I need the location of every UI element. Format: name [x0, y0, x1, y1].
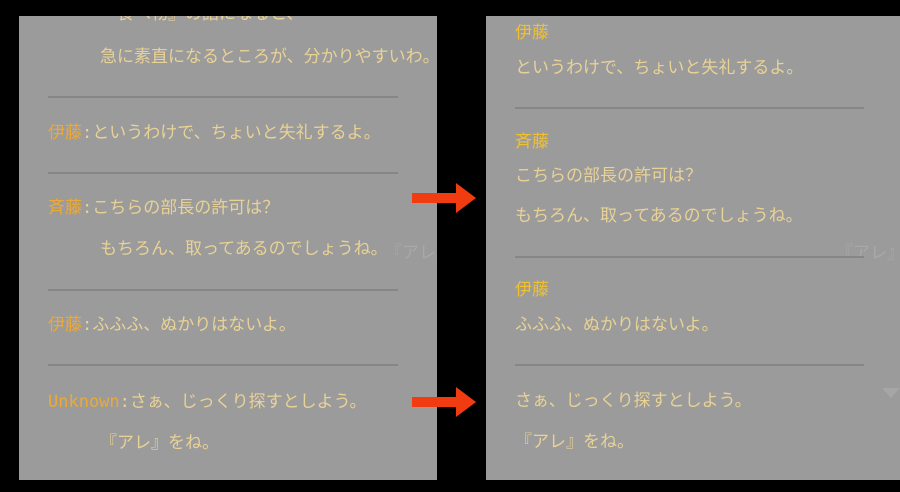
- scroll-down-triangle-icon[interactable]: [882, 388, 900, 398]
- speaker-name: 斉藤: [48, 198, 82, 218]
- log-line: さぁ、じっくり探すとしよう。: [129, 392, 367, 412]
- log-entry: 伊藤:ふふふ、ぬかりはないよ。: [48, 315, 296, 335]
- divider: [515, 364, 864, 366]
- separator: :: [82, 315, 93, 335]
- log-line: もちろん、取ってあるのでしょうね。: [100, 239, 388, 259]
- before-log-panel[interactable]: 『食べ物』の話になると、 急に素直になるところが、分かりやすいわ。 伊藤:という…: [19, 16, 437, 480]
- ghost-text: 『アレ』: [836, 243, 900, 263]
- log-line: 『アレ』をね。: [515, 432, 634, 452]
- log-line: こちらの部長の許可は？: [515, 166, 702, 186]
- after-log-panel[interactable]: 伊藤 というわけで、ちょいと失礼するよ。 斉藤 こちらの部長の許可は？ もちろん…: [486, 16, 900, 480]
- speaker-name: 伊藤: [515, 23, 549, 43]
- log-entry: 伊藤:というわけで、ちょいと失礼するよ。: [48, 123, 381, 143]
- log-entry: Unknown:さぁ、じっくり探すとしよう。: [48, 392, 367, 412]
- log-line: というわけで、ちょいと失礼するよ。: [515, 58, 804, 78]
- separator: :: [82, 198, 93, 218]
- arrow-right-icon: [412, 387, 476, 417]
- speaker-name: Unknown: [48, 392, 120, 412]
- log-line: もちろん、取ってあるのでしょうね。: [515, 206, 803, 226]
- separator: :: [119, 392, 130, 412]
- log-line: というわけで、ちょいと失礼するよ。: [92, 123, 381, 143]
- speaker-name: 斉藤: [515, 132, 549, 152]
- ghost-text: 『アレ』: [385, 243, 437, 263]
- arrow-right-icon: [412, 183, 476, 213]
- log-entry: 斉藤:こちらの部長の許可は？: [48, 198, 279, 218]
- divider: [48, 289, 398, 291]
- divider: [48, 364, 398, 366]
- separator: :: [82, 123, 93, 143]
- log-line: こちらの部長の許可は？: [92, 198, 280, 218]
- log-line: 『アレ』をね。: [100, 433, 219, 453]
- log-line: 急に素直になるところが、分かりやすいわ。: [100, 47, 437, 67]
- divider: [515, 256, 864, 258]
- log-line: ふふふ、ぬかりはないよ。: [515, 315, 719, 335]
- log-line: 『食べ物』の話になると、: [100, 16, 303, 24]
- log-line: ふふふ、ぬかりはないよ。: [92, 315, 296, 335]
- speaker-name: 伊藤: [48, 315, 82, 335]
- divider: [48, 172, 398, 174]
- log-line: さぁ、じっくり探すとしよう。: [515, 391, 752, 411]
- speaker-name: 伊藤: [515, 280, 549, 300]
- divider: [48, 96, 398, 98]
- divider: [515, 107, 864, 109]
- speaker-name: 伊藤: [48, 123, 82, 143]
